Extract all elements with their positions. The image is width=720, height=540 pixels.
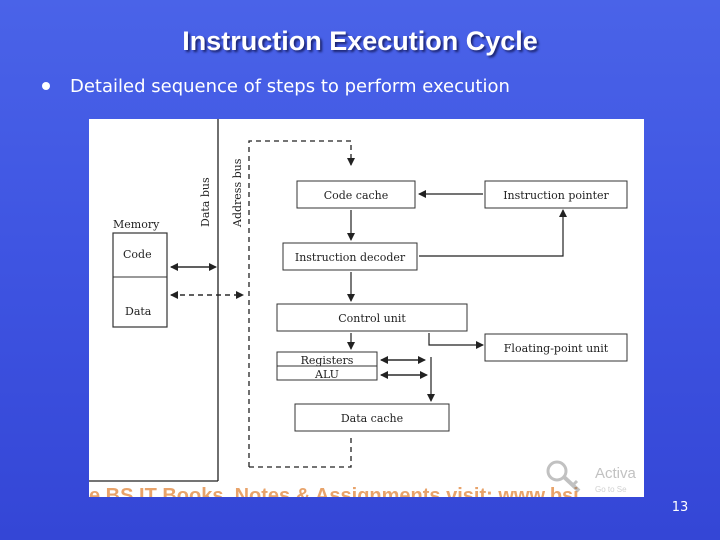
watermark-subtitle: Go to Se xyxy=(595,485,627,494)
control-unit-label: Control unit xyxy=(338,312,406,325)
memory-code-label: Code xyxy=(123,248,152,261)
memory-label: Memory xyxy=(113,218,160,231)
instruction-pointer-box xyxy=(484,180,628,209)
page-number: 13 xyxy=(671,500,689,515)
data-cache-label: Data cache xyxy=(341,412,403,425)
control-to-fpu-arrow xyxy=(428,333,484,349)
memory-data-label: Data xyxy=(125,305,152,318)
registers-label: Registers xyxy=(301,354,354,367)
decoder-to-pointer-arrow xyxy=(419,209,567,257)
floating-point-unit-box xyxy=(484,333,628,362)
slide-title: Instruction Execution Cycle xyxy=(182,26,538,56)
footer-url-strip: e BS IT Books, Notes & Assignments visit… xyxy=(89,485,579,497)
address-bus-bottom-path xyxy=(249,435,352,468)
key-icon xyxy=(546,460,581,493)
execution-cycle-diagram: Memory Code Data Data bus Address bus Co… xyxy=(89,119,644,497)
bullet-dot-icon xyxy=(42,82,50,90)
instruction-pointer-label: Instruction pointer xyxy=(503,189,609,202)
watermark-title: Activa xyxy=(595,465,636,482)
control-unit-box xyxy=(276,303,468,332)
instruction-decoder-label: Instruction decoder xyxy=(295,251,406,264)
code-cache-label: Code cache xyxy=(324,189,389,202)
instruction-decoder-box xyxy=(282,242,418,271)
data-cache-box xyxy=(294,403,450,432)
memory-block xyxy=(112,232,168,328)
alu-label: ALU xyxy=(314,368,339,381)
diagram-canvas: Memory Code Data Data bus Address bus Co… xyxy=(89,119,628,482)
floating-point-unit-label: Floating-point unit xyxy=(504,342,609,355)
address-bus-label: Address bus xyxy=(231,158,244,228)
code-cache-box xyxy=(296,180,416,209)
data-bus-label: Data bus xyxy=(199,177,212,227)
bullet-text: Detailed sequence of steps to perform ex… xyxy=(70,76,510,97)
activation-watermark: Activa Go to Se xyxy=(545,459,644,497)
address-bus-top-path xyxy=(248,140,355,467)
